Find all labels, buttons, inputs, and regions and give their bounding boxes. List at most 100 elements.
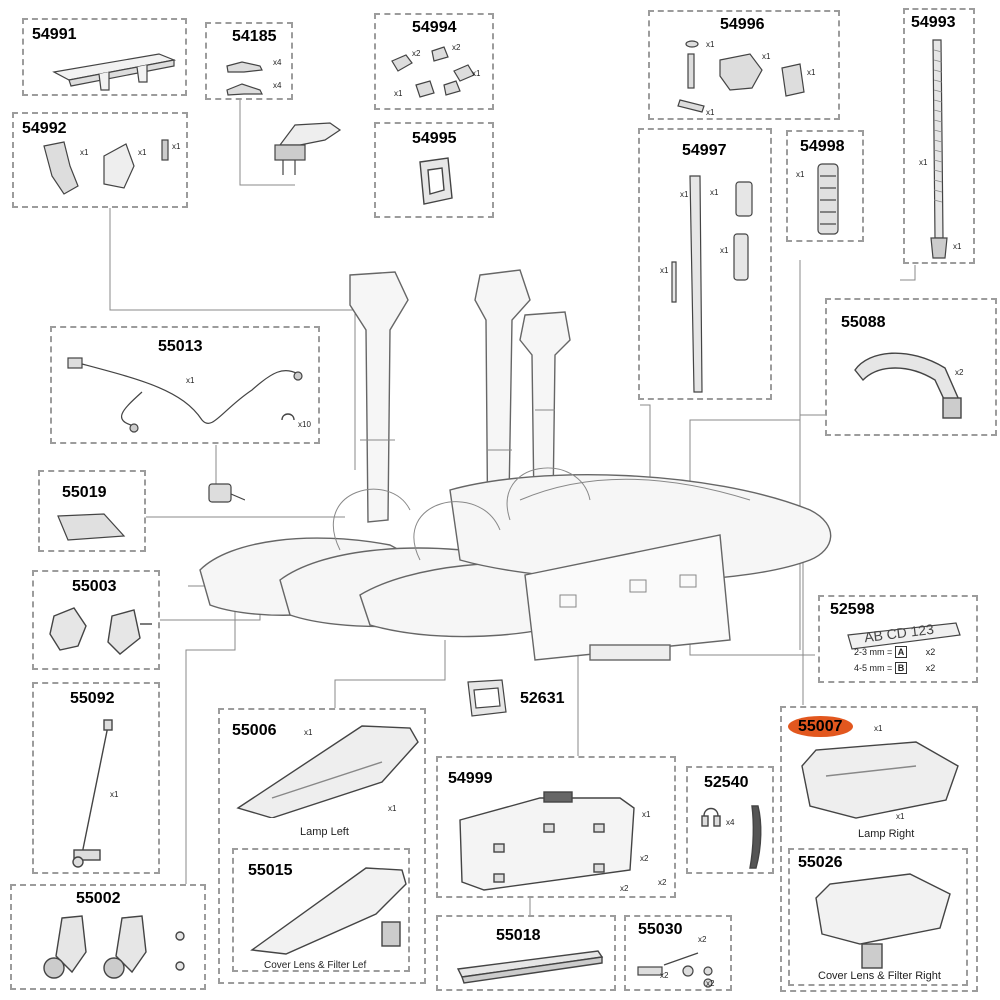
rail-drawing (456, 950, 604, 984)
part-number: 55018 (496, 927, 541, 944)
part-55026-box: 55026 Cover Lens & Filter Right (788, 848, 968, 986)
quantity: x1 (110, 790, 119, 799)
part-number: 54992 (22, 120, 67, 137)
quantity: x1 (472, 69, 481, 78)
part-number: 55026 (798, 854, 843, 871)
part-number: 54994 (412, 19, 457, 36)
cover-lens-left-drawing (250, 867, 407, 955)
caption: Cover Lens & Filter Lef (264, 960, 367, 971)
part-54998-box: 54998 x1 (786, 130, 864, 242)
quantity: x1 (807, 68, 816, 77)
cable-drawing (67, 357, 303, 433)
part-number: 55002 (76, 890, 121, 907)
screw-set-drawing (701, 805, 762, 869)
latch-handle-drawing (274, 122, 342, 175)
part-number: 54991 (32, 26, 77, 43)
part-55088-box: 55088 x2 (825, 298, 997, 436)
part-52598-box: 52598 AB CD 123 2-3 mm = A x2 4-5 mm = B… (818, 595, 978, 683)
part-52540-box: 52540 x4 (686, 766, 774, 874)
part-number: 55007 (788, 716, 853, 737)
quantity: x2 (925, 647, 936, 657)
part-number: 55019 (62, 484, 107, 501)
quantity: x1 (953, 242, 962, 251)
part-number: 55088 (841, 314, 886, 331)
lamp-bracket-drawing (49, 607, 152, 655)
part-55092-box: 55092 x1 (32, 682, 160, 874)
quantity: x2 (412, 49, 421, 58)
strap-drawing (930, 39, 948, 259)
quantity: x2 (955, 368, 964, 377)
letter-a: A (894, 646, 908, 658)
ratchet-strap-drawing (671, 175, 753, 393)
quantity: x1 (720, 246, 729, 255)
part-number: 52540 (704, 774, 749, 791)
part-55013-box: 55013 x1 x10 (50, 326, 320, 444)
handle-drawing (854, 352, 962, 419)
lock-set-drawing (677, 40, 805, 113)
part-54993-box: 54993 x1 x1 (903, 8, 975, 264)
part-number: 55015 (248, 862, 293, 879)
part-number: 54993 (911, 14, 956, 31)
quantity: x1 (874, 724, 883, 733)
part-55003-box: 55003 (32, 570, 160, 670)
quantity: x2 (620, 884, 629, 893)
quantity: x4 (273, 58, 282, 67)
part-number: 54999 (448, 770, 493, 787)
part-55030-box: 55030 x2 x2 x2 (624, 915, 732, 991)
quantity: x10 (298, 420, 311, 429)
part-55019-box: 55019 (38, 470, 146, 552)
spacer-set-drawing (391, 46, 475, 98)
letter-b: B (894, 662, 908, 674)
part-54995-box: 54995 (374, 122, 494, 218)
quantity: x1 (706, 40, 715, 49)
part-54992-box: 54992 x1 x1 x1 (12, 112, 188, 208)
part-54185-box: 54185 x4 x4 (205, 22, 293, 100)
quantity: x2 (925, 663, 936, 673)
quantity: x1 (706, 108, 715, 117)
quantity: x1 (919, 158, 928, 167)
ratchet-pad-drawing (817, 163, 839, 235)
size-label: 4-5 mm = (854, 663, 893, 673)
part-55015-box: 55015 Cover Lens & Filter Lef (232, 848, 410, 972)
wheel-stop-drawing (57, 513, 126, 541)
quantity: x1 (186, 376, 195, 385)
row-1: 2-3 mm = A x2 (854, 646, 936, 658)
lamp-right-drawing (801, 741, 959, 819)
wheel-assembly-drawing (43, 915, 185, 979)
bike-carrier-drawing (199, 269, 832, 661)
quantity: x1 (710, 188, 719, 197)
quantity: x1 (138, 148, 147, 157)
row-2: 4-5 mm = B x2 (854, 662, 936, 674)
part-number: 54995 (412, 130, 457, 147)
end-cap-drawing (52, 53, 177, 91)
part-54997-box: 54997 x1 x1 x1 x1 (638, 128, 772, 400)
quantity: x1 (762, 52, 771, 61)
part-number: 55092 (70, 690, 115, 707)
clip-box-drawing (467, 679, 507, 717)
quantity: x1 (680, 190, 689, 199)
quantity: x2 (658, 878, 667, 887)
part-number: 54998 (800, 138, 845, 155)
quantity: x4 (273, 81, 282, 90)
size-label: 2-3 mm = (854, 647, 893, 657)
part-number: 55030 (638, 921, 683, 938)
quantity: x2 (640, 854, 649, 863)
part-54999-box: 54999 x1 x2 x2 x2 (436, 756, 676, 898)
part-number: 54996 (720, 16, 765, 33)
part-52631-number: 52631 (520, 690, 565, 707)
rod-drawing (72, 719, 113, 868)
plug-drawing (208, 483, 245, 503)
part-number: 54185 (232, 28, 277, 45)
part-number: 55013 (158, 338, 203, 355)
quantity: x1 (642, 810, 651, 819)
part-number: 55003 (72, 578, 117, 595)
quantity: x2 (698, 935, 707, 944)
quantity: x1 (172, 142, 181, 151)
clamp-drawing (43, 139, 169, 195)
bolt-set-drawing (637, 952, 713, 988)
bracket-drawing (419, 157, 453, 205)
caption: Cover Lens & Filter Right (818, 970, 941, 982)
part-number: 55006 (232, 722, 277, 739)
part-54996-box: 54996 x1 x1 x1 x1 (648, 10, 840, 120)
part-54994-box: 54994 x2 x2 x1 x1 (374, 13, 494, 110)
